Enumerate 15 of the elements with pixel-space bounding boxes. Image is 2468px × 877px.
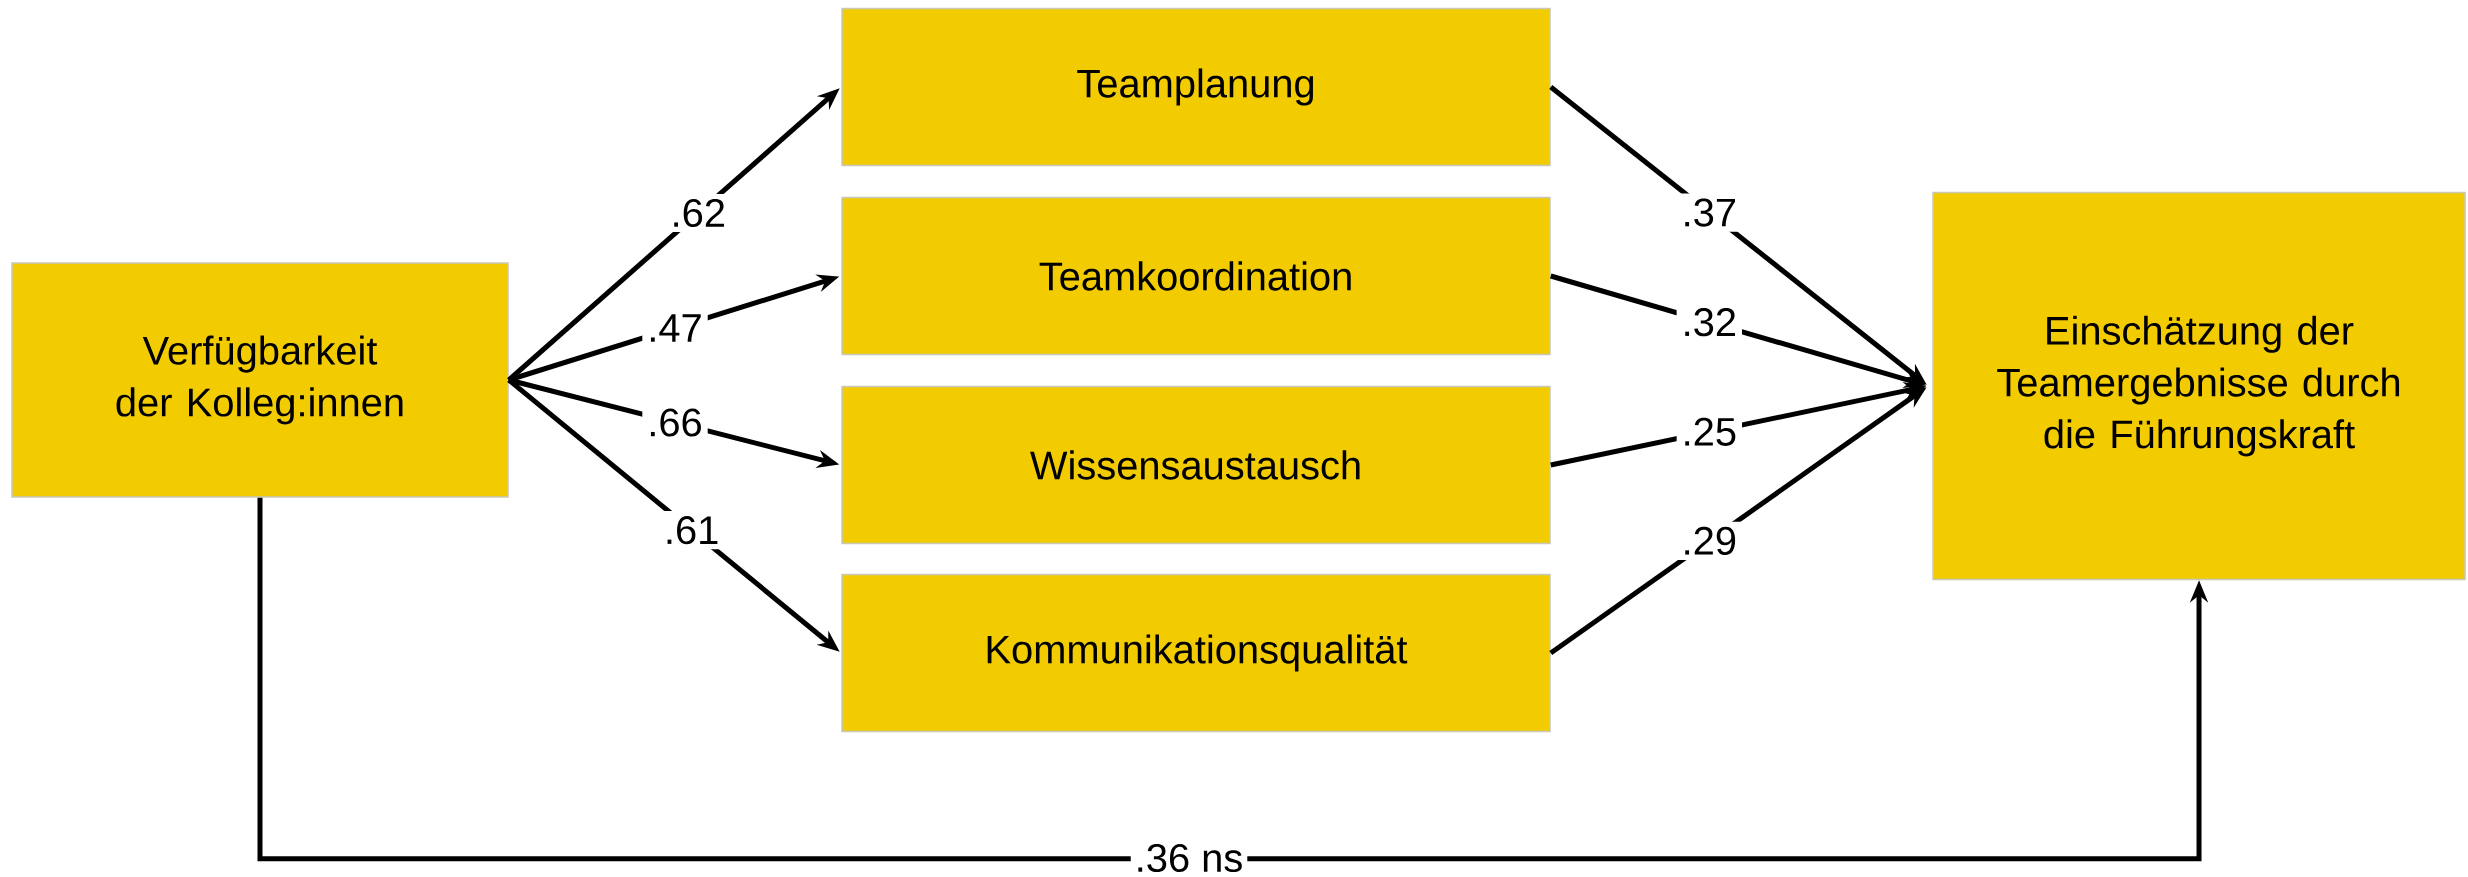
variable-box: Kommunikationsqualität <box>841 573 1551 733</box>
variable-box: Verfügbarkeit der Kolleg:innen <box>11 262 509 498</box>
edge-label: .62 <box>665 193 731 233</box>
edge-label: .32 <box>1676 303 1742 342</box>
edge-label: .61 <box>658 511 725 550</box>
variable-box: Einschätzung der Teamergebnisse durch die Führungskraft <box>1932 191 2466 581</box>
edge-label: .29 <box>1676 521 1742 560</box>
variable-box: Wissensaustausch <box>841 385 1551 545</box>
variable-box: Teamkoordination <box>841 196 1551 356</box>
edge-label: .37 <box>1676 193 1742 232</box>
edge-label: .47 <box>642 309 708 347</box>
variable-box: Teamplanung <box>841 7 1551 167</box>
edge-label: .25 <box>1676 412 1742 451</box>
edge-label: .36 ns <box>1130 839 1248 877</box>
edge-label: .66 <box>642 403 708 442</box>
